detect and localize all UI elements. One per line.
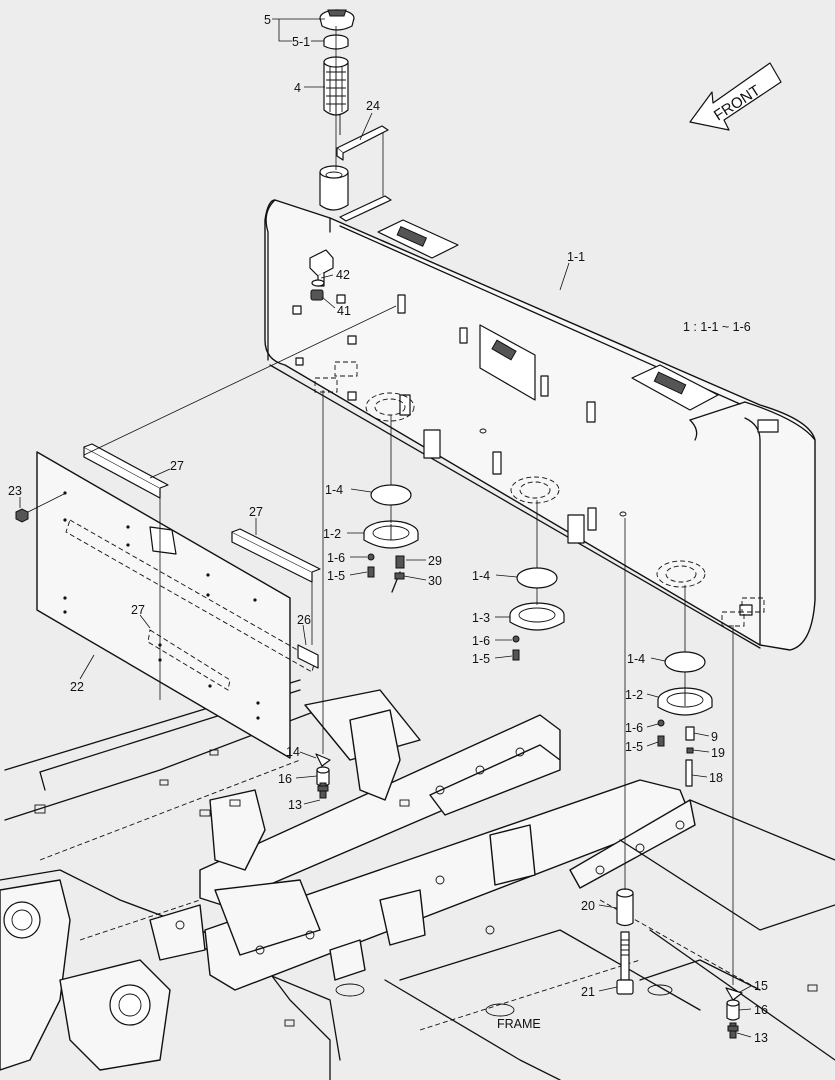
leader-lines [19,18,752,1038]
label-23: 23 [8,484,22,498]
label-1-3: 1-3 [472,611,490,625]
label-41: 41 [337,304,351,318]
label-21: 21 [581,985,595,999]
label-4: 4 [294,81,301,95]
label-16-right: 16 [754,1003,768,1017]
cover-panel [36,443,321,759]
label-1-5-mid: 1-5 [472,652,490,666]
label-1-1: 1-1 [567,250,585,264]
frame-holes [34,747,818,1027]
label-16-left: 16 [278,772,292,786]
label-1-2-right: 1-2 [625,688,643,702]
elbow-fitting [309,249,334,301]
label-26: 26 [297,613,311,627]
assembly-lines [27,26,734,985]
label-1-5-left: 1-5 [327,569,345,583]
label-27-low: 27 [131,603,145,617]
label-1-4-left: 1-4 [325,483,343,497]
filler-cap-assembly [319,9,355,135]
flange-hardware [363,484,713,787]
label-14: 14 [286,745,300,759]
label-27-top: 27 [170,459,184,473]
label-20: 20 [581,899,595,913]
label-1-5-right: 1-5 [625,740,643,754]
label-5: 5 [264,13,271,27]
label-18: 18 [709,771,723,785]
label-15: 15 [754,979,768,993]
label-29: 29 [428,554,442,568]
label-13-left: 13 [288,798,302,812]
fuel-tank [264,165,816,651]
label-27-mid: 27 [249,505,263,519]
label-42: 42 [336,268,350,282]
panel-holes [63,491,260,720]
label-9: 9 [711,730,718,744]
label-19: 19 [711,746,725,760]
part-labels: 5 5-1 4 24 1-1 42 41 1 : 1-1 ~ 1-6 27 23… [8,13,768,1045]
mounting-hardware [315,753,743,1039]
assembly-note: 1 : 1-1 ~ 1-6 [683,320,751,334]
tank-blocks [292,294,779,616]
bolt-23 [15,508,29,523]
label-1-4-mid: 1-4 [472,569,490,583]
label-24: 24 [366,99,380,113]
label-30: 30 [428,574,442,588]
front-direction-arrow: FRONT [689,62,782,131]
upper-frame [0,679,835,1080]
label-1-2-left: 1-2 [323,527,341,541]
label-22: 22 [70,680,84,694]
label-1-6-mid: 1-6 [472,634,490,648]
label-1-6-right: 1-6 [625,721,643,735]
label-frame: FRAME [497,1017,541,1031]
label-5-1: 5-1 [292,35,310,49]
hidden-rings [314,361,765,627]
label-1-6-left: 1-6 [327,551,345,565]
label-1-4-right: 1-4 [627,652,645,666]
bracket-24 [336,125,392,222]
label-13-right: 13 [754,1031,768,1045]
